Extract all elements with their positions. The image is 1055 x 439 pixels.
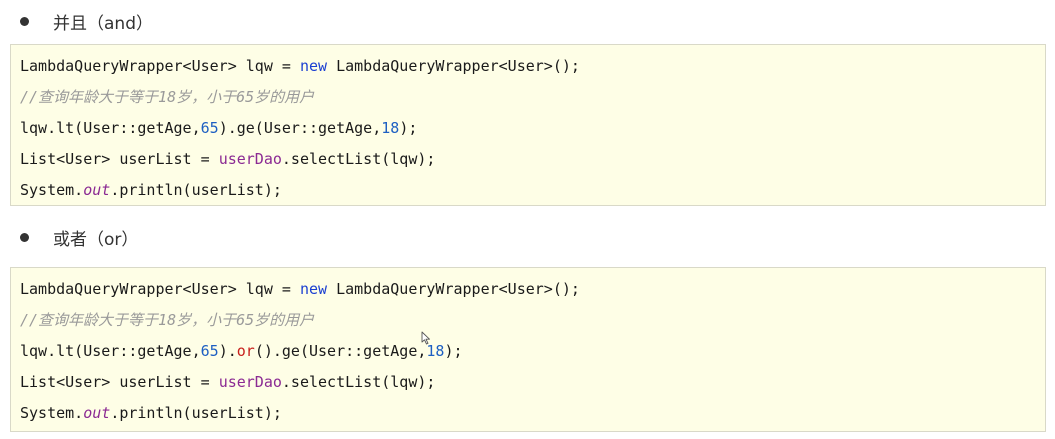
code-text: LambdaQueryWrapper<User> lqw = [20, 57, 300, 75]
code-text: ). [218, 342, 237, 360]
code-text: LambdaQueryWrapper<User> lqw = [20, 280, 300, 298]
code-text: lqw.lt(User::getAge, [20, 119, 201, 137]
section-heading-and: 并且（and） [20, 6, 153, 36]
code-keyword: new [299, 57, 328, 75]
code-comment: //查询年龄大于等于18岁，小于65岁的用户 [20, 311, 315, 329]
section-heading-label: 并且（and） [53, 13, 153, 34]
section-heading-label: 或者（or） [53, 229, 139, 250]
code-text: List<User> userList = [20, 150, 219, 168]
code-text: lqw.lt(User::getAge, [20, 342, 201, 360]
code-text: ().ge(User::getAge, [254, 342, 427, 360]
code-or-method: or [236, 342, 255, 360]
code-number: 65 [200, 342, 219, 360]
code-number: 18 [426, 342, 445, 360]
code-text: .selectList(lqw); [281, 373, 436, 391]
code-number: 65 [200, 119, 219, 137]
code-line: lqw.lt(User::getAge,65).ge(User::getAge,… [20, 113, 1045, 144]
code-text: ); [444, 342, 463, 360]
code-block-or: LambdaQueryWrapper<User> lqw = new Lambd… [10, 267, 1046, 432]
code-keyword: new [299, 280, 328, 298]
code-text: System. [20, 181, 84, 199]
code-line: //查询年龄大于等于18岁，小于65岁的用户 [20, 82, 1045, 113]
code-field: out [83, 181, 111, 199]
mouse-pointer-icon [421, 331, 430, 345]
code-text: .println(userList); [110, 404, 282, 422]
code-line: LambdaQueryWrapper<User> lqw = new Lambd… [20, 51, 1045, 82]
code-text: System. [20, 404, 84, 422]
code-text: List<User> userList = [20, 373, 219, 391]
code-variable: userDao [218, 373, 282, 391]
code-line: System.out.println(userList); [20, 398, 1045, 429]
section-heading-or: 或者（or） [20, 222, 138, 252]
code-comment: //查询年龄大于等于18岁，小于65岁的用户 [20, 88, 315, 106]
code-text: ); [399, 119, 418, 137]
code-text: .println(userList); [110, 181, 282, 199]
code-line: List<User> userList = userDao.selectList… [20, 144, 1045, 175]
code-line: lqw.lt(User::getAge,65).or().ge(User::ge… [20, 336, 1045, 367]
code-text: ).ge(User::getAge, [218, 119, 382, 137]
bullet-dot-icon [20, 232, 29, 242]
code-line: System.out.println(userList); [20, 175, 1045, 206]
code-line: LambdaQueryWrapper<User> lqw = new Lambd… [20, 274, 1045, 305]
bullet-dot-icon [20, 16, 29, 26]
code-text: LambdaQueryWrapper<User>(); [327, 280, 580, 298]
code-variable: userDao [218, 150, 282, 168]
code-field: out [83, 404, 111, 422]
code-number: 18 [381, 119, 400, 137]
code-line: List<User> userList = userDao.selectList… [20, 367, 1045, 398]
code-line: //查询年龄大于等于18岁，小于65岁的用户 [20, 305, 1045, 336]
code-text: LambdaQueryWrapper<User>(); [327, 57, 580, 75]
code-block-and: LambdaQueryWrapper<User> lqw = new Lambd… [10, 44, 1046, 206]
code-text: .selectList(lqw); [281, 150, 436, 168]
